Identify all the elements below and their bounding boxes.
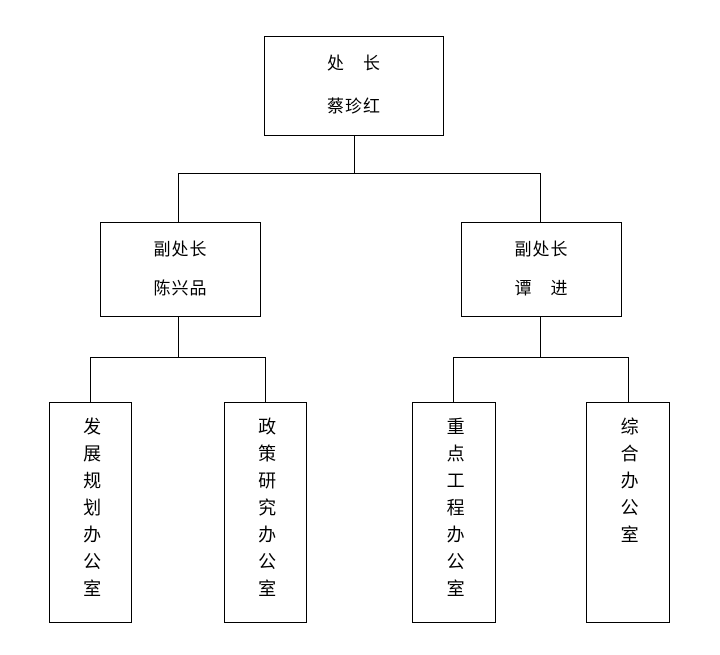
- node-deputy-left[interactable]: 副处长 陈兴品: [100, 222, 261, 317]
- node-deputy-left-title: 副处长: [153, 239, 208, 260]
- connector-deputy-left-trunk: [178, 317, 179, 358]
- connector-deputy-right-drop: [540, 173, 541, 223]
- connector-director-trunk: [354, 136, 355, 174]
- connector-office-3-drop: [453, 357, 454, 403]
- connector-deputy-left-drop: [178, 173, 179, 223]
- connector-office-1-drop: [90, 357, 91, 403]
- node-office-general-affairs[interactable]: 综合办公室: [586, 402, 670, 623]
- node-office-policy-research[interactable]: 政策研究办公室: [224, 402, 307, 623]
- connector-office-4-drop: [628, 357, 629, 403]
- node-office-policy-research-label: 政策研究办公室: [255, 417, 277, 606]
- node-deputy-right-name: 谭 进: [514, 278, 569, 299]
- node-office-development-planning-label: 发展规划办公室: [80, 417, 102, 606]
- connector-level2-bus: [178, 173, 541, 174]
- node-deputy-right[interactable]: 副处长 谭 进: [461, 222, 622, 317]
- node-office-key-projects[interactable]: 重点工程办公室: [412, 402, 496, 623]
- connector-office-2-drop: [265, 357, 266, 403]
- node-director[interactable]: 处 长 蔡珍红: [264, 36, 444, 136]
- connector-left-group-bus: [90, 357, 266, 358]
- node-office-development-planning[interactable]: 发展规划办公室: [49, 402, 132, 623]
- connector-right-group-bus: [453, 357, 629, 358]
- node-office-key-projects-label: 重点工程办公室: [443, 417, 465, 606]
- node-office-general-affairs-label: 综合办公室: [617, 417, 639, 552]
- connector-deputy-right-trunk: [540, 317, 541, 358]
- node-deputy-right-title: 副处长: [514, 239, 569, 260]
- node-director-title: 处 长: [327, 54, 381, 74]
- node-director-name: 蔡珍红: [327, 97, 381, 117]
- node-deputy-left-name: 陈兴品: [153, 278, 208, 299]
